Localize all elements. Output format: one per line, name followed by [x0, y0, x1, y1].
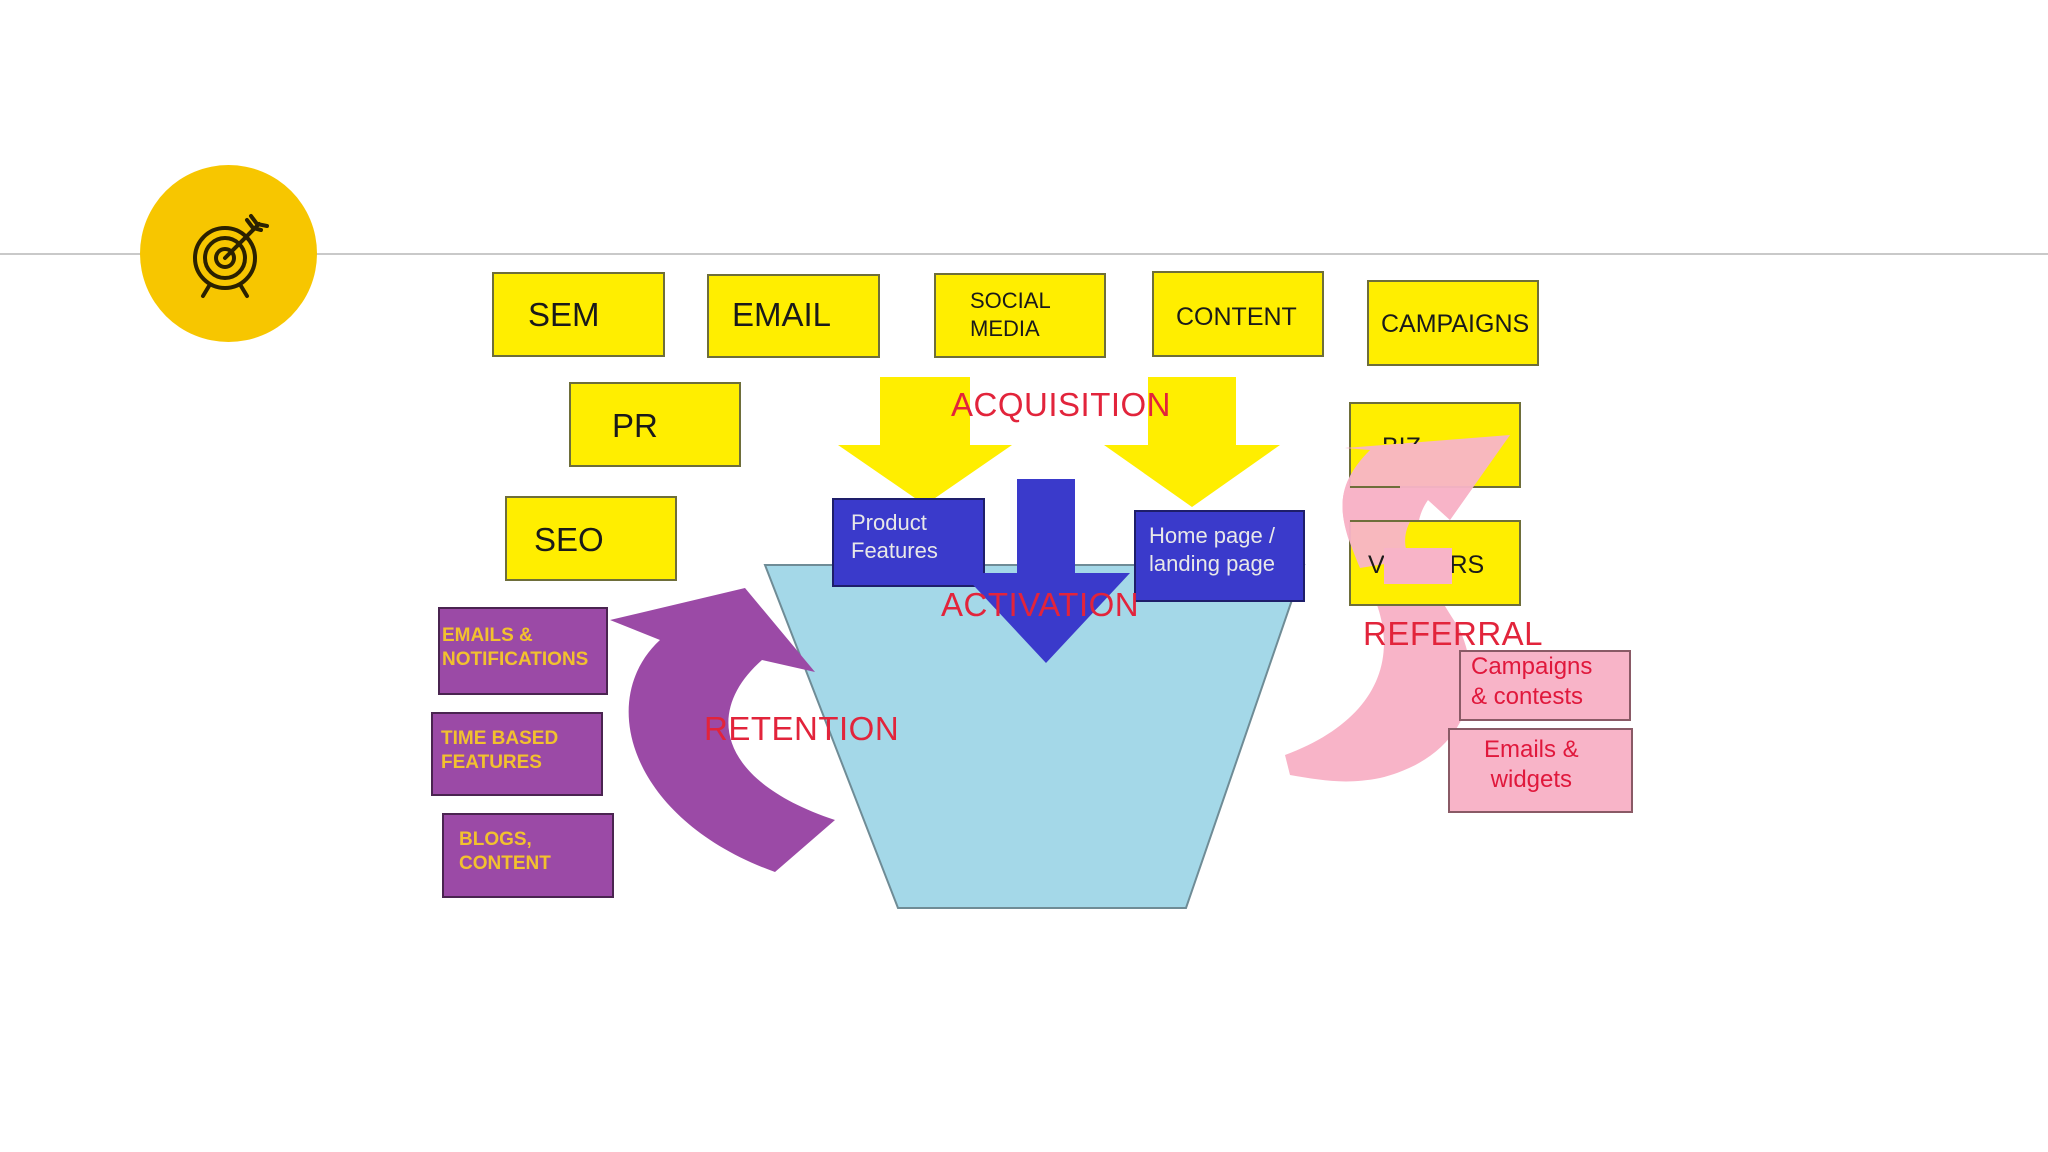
retention-box-emails	[438, 607, 608, 695]
channel-label-social-media: SOCIAL MEDIA	[970, 288, 1051, 341]
retention-box-blogs	[442, 813, 614, 898]
retention-label-time-based: TIME BASED FEATURES	[441, 728, 559, 773]
funnel	[763, 564, 1306, 909]
activation-box-product-features	[832, 498, 985, 587]
acquisition-arrow-right	[1104, 377, 1280, 507]
channel-label-biz-dev: BIZ DEV	[1382, 416, 1462, 444]
retention-label-blogs: BLOGS, CONTENT	[459, 829, 551, 874]
target-badge	[140, 165, 317, 342]
referral-box-emails-widgets	[1448, 728, 1633, 813]
channel-box-sem	[492, 272, 665, 357]
channel-label-campaigns: CAMPAIGNS	[1381, 310, 1530, 338]
target-arrow-icon	[192, 213, 269, 298]
stage-label-activation: ACTIVATION	[941, 586, 1140, 623]
channel-box-social-media	[934, 273, 1106, 358]
referral-box-campaigns-contests	[1459, 650, 1631, 721]
retention-box-time-based	[431, 712, 603, 796]
activation-label-product-features: Product Features	[851, 510, 938, 563]
channel-label-visitors: VISITORS	[1368, 548, 1508, 584]
referral-arrow-head-overlay	[1342, 435, 1510, 568]
channel-box-pr	[569, 382, 741, 467]
channel-label-pr: PR	[612, 407, 658, 444]
channel-box-email	[707, 274, 880, 358]
activation-box-home-page	[1134, 510, 1305, 602]
referral-label-campaigns-contests: Campaigns & contests	[1471, 653, 1593, 710]
divider-line	[0, 253, 2048, 255]
retention-label-emails: EMAILS & NOTIFICATIONS	[442, 625, 589, 670]
channel-box-campaigns	[1367, 280, 1539, 366]
referral-label-emails-widgets: Emails & widgets	[1484, 736, 1579, 793]
retention-arrow	[610, 588, 835, 872]
activation-label-home-page: Home page / landing page	[1149, 523, 1276, 576]
channel-label-seo: SEO	[534, 521, 604, 558]
stage-label-referral: REFERRAL	[1363, 615, 1544, 652]
referral-arrow	[1285, 435, 1510, 782]
stage-label-retention: RETENTION	[704, 710, 900, 747]
acquisition-arrow-left	[838, 377, 1012, 505]
stage-label-acquisition: ACQUISITION	[951, 386, 1172, 423]
channel-label-content: CONTENT	[1176, 303, 1297, 331]
channel-box-seo	[505, 496, 677, 581]
channel-label-email: EMAIL	[732, 296, 832, 333]
channel-label-sem: SEM	[528, 296, 600, 333]
activation-arrow	[962, 479, 1130, 663]
channel-box-content	[1152, 271, 1324, 357]
